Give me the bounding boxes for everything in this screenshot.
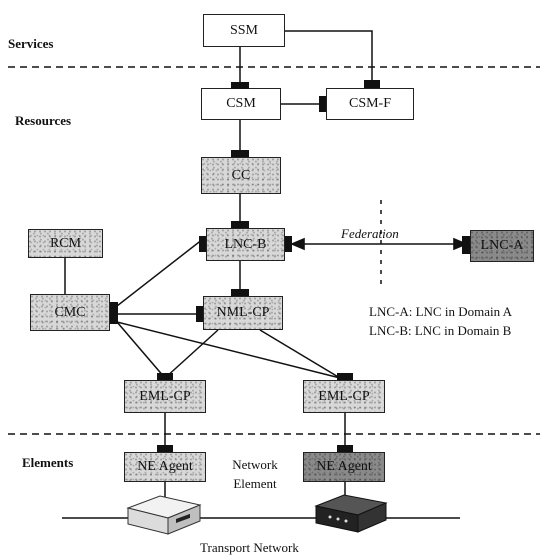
node-csm-label: CSM bbox=[226, 96, 256, 111]
link-nmlcp-emlcp1 bbox=[164, 329, 219, 379]
port-csm-top bbox=[231, 82, 249, 89]
node-csm-f: CSM-F bbox=[326, 88, 414, 120]
port-neagent2-top bbox=[337, 445, 353, 452]
node-nml-cp-label: NML-CP bbox=[216, 305, 270, 320]
node-ssm: SSM bbox=[203, 14, 285, 47]
federation-label: Federation bbox=[341, 226, 399, 241]
node-ssm-label: SSM bbox=[229, 22, 259, 38]
node-ne-agent-2-label: NE Agent bbox=[316, 459, 372, 474]
link-ssm-csmf bbox=[285, 30, 373, 80]
legend-lnc-a: LNC-A: LNC in Domain A bbox=[369, 304, 512, 319]
section-label-resources: Resources bbox=[15, 113, 72, 128]
port-csmf-left bbox=[319, 96, 326, 112]
section-label-services: Services bbox=[8, 36, 54, 51]
transport-network-label: Transport Network bbox=[200, 540, 299, 555]
node-csm: CSM bbox=[201, 88, 281, 120]
link-cmc-emlcp2 bbox=[116, 321, 341, 379]
link-nmlcp-emlcp2 bbox=[259, 329, 341, 379]
node-eml-cp-2-label: EML-CP bbox=[318, 388, 370, 404]
node-cc: CC bbox=[201, 157, 281, 194]
node-rcm: RCM bbox=[28, 229, 103, 258]
node-cmc-label: CMC bbox=[54, 304, 86, 320]
port-emlcp2-top bbox=[337, 373, 353, 380]
port-emlcp1-top bbox=[157, 373, 173, 380]
port-lncb-top bbox=[231, 221, 249, 228]
node-cc-label: CC bbox=[231, 167, 251, 183]
node-ne-agent-2: NE Agent bbox=[303, 452, 385, 482]
node-nml-cp: NML-CP bbox=[203, 296, 283, 330]
link-cmc-emlcp1 bbox=[116, 321, 166, 379]
node-rcm-label: RCM bbox=[49, 235, 82, 251]
port-nmlcp-top bbox=[231, 289, 249, 296]
node-lnc-a-label: LNC-A bbox=[480, 238, 524, 253]
node-lnc-b: LNC-B bbox=[206, 228, 285, 261]
federation-arrow bbox=[289, 237, 469, 251]
node-csm-f-label: CSM-F bbox=[348, 96, 392, 111]
node-eml-cp-1-label: EML-CP bbox=[139, 388, 191, 404]
network-element-label: Network Element bbox=[220, 455, 290, 493]
port-lncb-right bbox=[285, 236, 292, 252]
legend-lnc-b: LNC-B: LNC in Domain B bbox=[369, 323, 512, 338]
node-eml-cp-2: EML-CP bbox=[303, 380, 385, 413]
node-cmc: CMC bbox=[30, 294, 110, 331]
node-ne-agent-1: NE Agent bbox=[124, 452, 206, 482]
network-device-left bbox=[126, 495, 202, 535]
port-lncb-left bbox=[199, 236, 206, 252]
port-cc-top bbox=[231, 150, 249, 157]
network-device-right bbox=[314, 494, 388, 533]
node-lnc-b-label: LNC-B bbox=[224, 236, 267, 252]
port-csmf-top bbox=[364, 80, 380, 88]
port-neagent1-top bbox=[157, 445, 173, 452]
network-element-label-line1: Network bbox=[232, 457, 278, 472]
node-eml-cp-1: EML-CP bbox=[124, 380, 206, 413]
node-ne-agent-1-label: NE Agent bbox=[137, 459, 193, 474]
section-label-elements: Elements bbox=[22, 455, 74, 470]
port-lnca-left bbox=[462, 236, 470, 254]
network-element-label-line2: Element bbox=[233, 476, 277, 491]
port-cmc-right bbox=[110, 302, 118, 324]
node-lnc-a: LNC-A bbox=[470, 230, 534, 262]
port-nmlcp-left bbox=[196, 306, 203, 322]
link-cmc-lncb bbox=[116, 238, 204, 307]
